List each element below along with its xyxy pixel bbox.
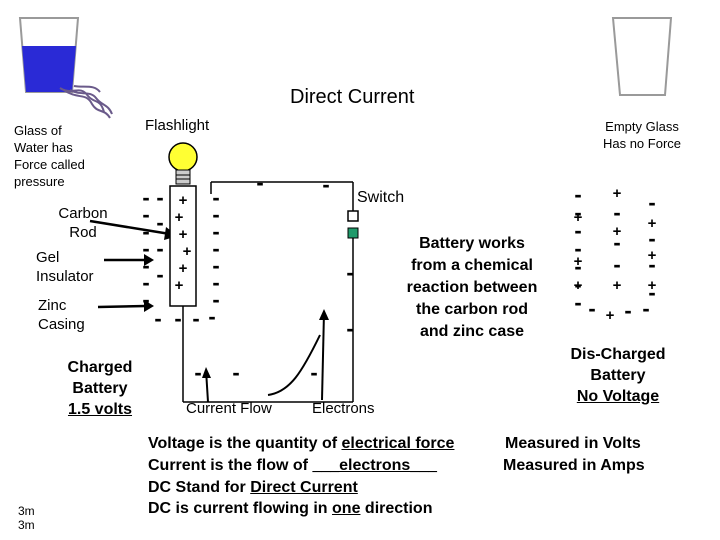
note-current-measure: Measured in Amps (503, 457, 645, 474)
light-bulb-icon (168, 142, 198, 185)
carbon-rod-label: Carbon Rod (58, 205, 108, 241)
svg-text:-: - (142, 202, 149, 227)
svg-text:-: - (212, 185, 219, 210)
svg-text:-: - (212, 236, 219, 261)
note-dc-stand: DC Stand for Direct Current (148, 479, 358, 496)
svg-text:-: - (648, 226, 655, 251)
svg-text:-: - (346, 260, 353, 285)
zinc-casing-label: Zinc Casing (38, 297, 85, 333)
svg-text:-: - (574, 272, 581, 297)
svg-text:+: + (648, 277, 657, 294)
charged-carbon-rod-plus-signs: + + + + + + (175, 192, 192, 294)
svg-text:-: - (192, 306, 199, 331)
note-voltage-measure: Measured in Volts (505, 435, 641, 452)
svg-text:-: - (212, 253, 219, 278)
svg-text:-: - (156, 262, 163, 287)
svg-text:-: - (574, 218, 581, 243)
svg-text:-: - (208, 304, 215, 329)
corner-note: 3m 3m (18, 504, 35, 532)
charged-battery-label: Charged Battery 1.5 volts (67, 359, 133, 418)
svg-text:-: - (212, 202, 219, 227)
svg-text:-: - (232, 360, 239, 385)
svg-text:+: + (179, 226, 188, 243)
svg-text:-: - (642, 296, 649, 321)
water-glass-icon (18, 17, 113, 119)
switch-label: Switch (357, 189, 405, 206)
current-flow-curve (202, 309, 329, 403)
svg-text:+: + (175, 209, 184, 226)
svg-text:-: - (156, 210, 163, 235)
svg-text:-: - (574, 236, 581, 261)
svg-text:-: - (174, 306, 181, 331)
svg-text:-: - (154, 306, 161, 331)
electron-minus-signs: - - - - - - - (194, 170, 353, 385)
svg-text:-: - (142, 236, 149, 261)
empty-glass-icon (611, 17, 673, 96)
svg-text:-: - (212, 270, 219, 295)
page-title: Direct Current (290, 86, 415, 108)
svg-text:+: + (574, 209, 583, 226)
electrons-label: Electrons (312, 400, 375, 417)
note-dc-flow: DC is current flowing in one direction (148, 500, 433, 517)
svg-text:+: + (179, 260, 188, 277)
svg-text:-: - (156, 185, 163, 210)
charged-battery: + + + + + + - - - - - - - - - - - - - - … (142, 185, 219, 331)
note-current: Current is the flow of ___electrons___ (148, 457, 437, 474)
svg-text:+: + (183, 243, 192, 260)
svg-text:+: + (648, 247, 657, 264)
svg-text:+: + (179, 192, 188, 209)
svg-text:-: - (613, 252, 620, 277)
glass-water-label: Glass of Water has Force called pressure (14, 123, 85, 189)
svg-text:+: + (613, 223, 622, 240)
svg-text:-: - (648, 280, 655, 305)
svg-text:-: - (142, 270, 149, 295)
svg-text:-: - (613, 230, 620, 255)
discharged-plus-signs: + + + + + + + + + + (574, 185, 657, 324)
svg-text:-: - (574, 200, 581, 225)
battery-works-text: Battery works from a chemical reaction b… (406, 235, 538, 340)
svg-text:-: - (212, 219, 219, 244)
svg-text:+: + (175, 277, 184, 294)
charged-zinc-case-minus-signs: - - - - - - - - - - - - - - - - - - - - … (142, 185, 219, 331)
discharged-minus-signs: - - - - - - - - - - - - - - - - - (574, 182, 655, 323)
svg-text:-: - (624, 298, 631, 323)
discharged-battery-label: Dis-Charged Battery No Voltage (570, 346, 666, 405)
svg-text:-: - (142, 185, 149, 210)
svg-text:+: + (648, 215, 657, 232)
svg-text:-: - (648, 252, 655, 277)
svg-text:-: - (212, 287, 219, 312)
discharged-battery: - - - - - - - - - - - - - - - - - + + + … (574, 182, 657, 324)
svg-text:+: + (613, 185, 622, 202)
svg-text:-: - (142, 253, 149, 278)
svg-text:+: + (606, 307, 615, 324)
svg-text:-: - (142, 219, 149, 244)
circuit-wires (182, 181, 354, 403)
svg-text:-: - (346, 316, 353, 341)
svg-text:+: + (613, 277, 622, 294)
svg-text:-: - (613, 200, 620, 225)
svg-text:-: - (648, 190, 655, 215)
svg-text:-: - (156, 236, 163, 261)
svg-text:-: - (322, 172, 329, 197)
svg-text:+: + (574, 277, 583, 294)
svg-text:+: + (574, 253, 583, 270)
svg-text:-: - (574, 254, 581, 279)
svg-text:-: - (574, 182, 581, 207)
gel-insulator-label: Gel Insulator (36, 249, 94, 285)
empty-glass-label: Empty Glass Has no Force (602, 119, 682, 151)
note-voltage: Voltage is the quantity of electrical fo… (148, 435, 455, 452)
svg-text:-: - (142, 287, 149, 312)
svg-text:-: - (588, 296, 595, 321)
flashlight-label: Flashlight (145, 117, 210, 134)
svg-text:-: - (194, 360, 201, 385)
svg-text:-: - (256, 170, 263, 195)
current-flow-label: Current Flow (186, 400, 272, 417)
svg-text:-: - (574, 290, 581, 315)
svg-text:-: - (310, 360, 317, 385)
switch-icon (347, 210, 359, 239)
